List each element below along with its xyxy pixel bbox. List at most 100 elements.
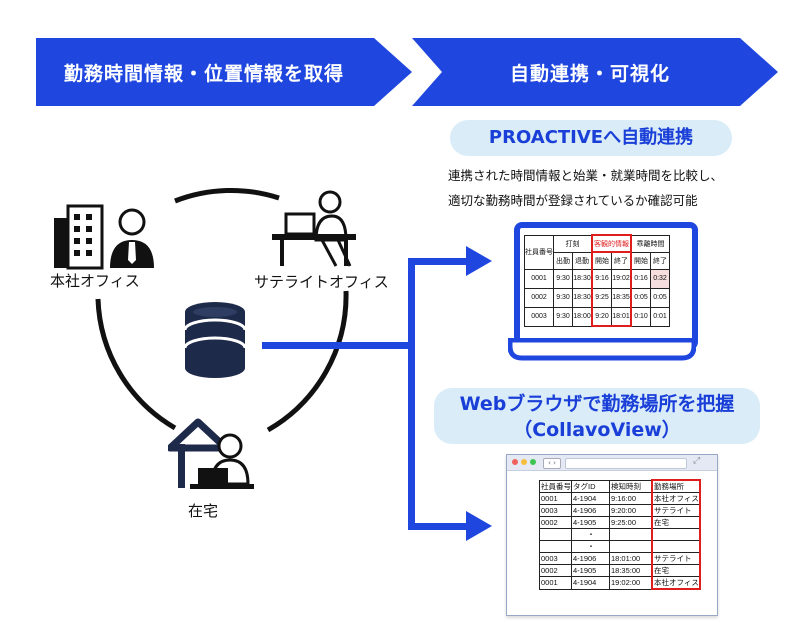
- th-sub-5: 終了: [650, 251, 670, 270]
- banner-right-title: 自動連携・可視化: [509, 62, 670, 85]
- th-gap-time: 乖離時間: [630, 234, 670, 253]
- banner-right: 自動連携・可視化: [412, 38, 778, 106]
- collavo-cell: 19:02:00: [609, 576, 653, 590]
- collavo-cell: 4-1906: [571, 552, 610, 565]
- collavo-th-0: 社員番号: [539, 479, 572, 493]
- collavo-th-3: 勤務場所: [651, 479, 701, 493]
- collavo-cell: 在宅: [651, 516, 701, 529]
- collavo-cell: 0003: [539, 552, 572, 565]
- cell-time: 18:35: [611, 287, 632, 308]
- collavo-cell: 0001: [539, 576, 572, 590]
- home-label: 在宅: [188, 502, 219, 520]
- cell-time: 9:30: [553, 287, 573, 308]
- connector-horizontal: [262, 342, 414, 349]
- connector-bottom-branch: [408, 523, 470, 530]
- collavo-cell: [539, 528, 572, 541]
- collavo-cell: 18:01:00: [609, 552, 653, 565]
- banner-left-title: 勤務時間情報・位置情報を取得: [63, 62, 344, 85]
- collavo-cell: 9:16:00: [609, 492, 653, 505]
- cell-emp: 0001: [524, 268, 554, 289]
- collavo-cell: 4-1904: [571, 576, 610, 590]
- satellite-office-icon: [272, 190, 356, 267]
- banner-left: 勤務時間情報・位置情報を取得: [36, 38, 412, 106]
- cell-time: 0:05: [630, 287, 651, 308]
- cell-emp: 0002: [524, 287, 554, 308]
- ring-arc-right: [266, 290, 349, 433]
- collavo-cell: 0002: [539, 564, 572, 577]
- collavo-cell: 0003: [539, 504, 572, 517]
- window-minimize-icon[interactable]: [521, 459, 527, 465]
- window-close-icon[interactable]: [512, 459, 518, 465]
- satellite-office-label: サテライトオフィス: [254, 273, 389, 291]
- cell-time: 9:20: [591, 306, 612, 327]
- collavo-cell: 4-1905: [571, 516, 610, 529]
- ring-arc-left: [95, 298, 177, 431]
- laptop-base-icon: [508, 338, 696, 361]
- cell-time: 9:30: [553, 306, 573, 327]
- proactive-desc-line2: 適切な勤務時間が登録されているか確認可能: [448, 193, 698, 208]
- window-maximize-icon[interactable]: [530, 459, 536, 465]
- collavo-cell: [651, 540, 701, 553]
- collavo-heading-line1: Webブラウザで勤務場所を把握: [459, 393, 735, 415]
- collavo-cell: 4-1904: [571, 492, 610, 505]
- cell-time: 9:30: [553, 268, 573, 289]
- proactive-heading: PROACTIVEへ自動連携: [450, 120, 732, 156]
- head-office-icon: [54, 204, 154, 270]
- collavo-cell: ・: [571, 540, 610, 553]
- collavo-table-row: ・: [539, 540, 701, 553]
- connector-vertical: [408, 258, 415, 530]
- cell-time: 9:25: [591, 287, 612, 308]
- address-bar[interactable]: [565, 458, 687, 469]
- head-office-label: 本社オフィス: [50, 272, 140, 290]
- collavo-cell: 0001: [539, 492, 572, 505]
- th-sub-1: 退勤: [572, 251, 593, 270]
- collavo-cell: 4-1906: [571, 504, 610, 517]
- cell-time: 0:32: [650, 268, 670, 289]
- th-emp-number: 社員番号: [524, 234, 554, 270]
- arrowhead-bottom-icon: [466, 511, 492, 541]
- database-icon: [184, 302, 246, 378]
- collavo-cell: サテライト: [651, 552, 701, 565]
- proactive-desc-line1: 連携された時間情報と始業・就業時間を比較し、: [448, 168, 724, 183]
- collavo-cell: 本社オフィス: [651, 492, 701, 505]
- cell-time: 18:30: [572, 287, 593, 308]
- collavo-cell: 9:25:00: [609, 516, 653, 529]
- collavo-cell: サテライト: [651, 504, 701, 517]
- collavo-cell: 18:35:00: [609, 564, 653, 577]
- collavo-table-row: ・: [539, 528, 701, 541]
- collavo-cell: [539, 540, 572, 553]
- th-sub-4: 開始: [630, 251, 651, 270]
- cell-time: 0:10: [630, 306, 651, 327]
- cell-emp: 0003: [524, 306, 554, 327]
- th-sub-2: 開始: [591, 251, 612, 270]
- cell-time: 9:16: [591, 268, 612, 289]
- th-sub-0: 出勤: [553, 251, 573, 270]
- nav-back-forward-icon[interactable]: ‹ ›: [543, 458, 561, 469]
- expand-icon[interactable]: ⤢: [693, 456, 701, 466]
- cell-time: 19:02: [611, 268, 632, 289]
- ring-arc-top: [174, 187, 280, 204]
- cell-time: 0:01: [650, 306, 670, 327]
- collavo-cell: 9:20:00: [609, 504, 653, 517]
- collavo-cell: 在宅: [651, 564, 701, 577]
- cell-time: 18:01: [611, 306, 632, 327]
- collavo-heading-line2: （CollavoView）: [513, 419, 681, 441]
- cell-time: 0:05: [650, 287, 670, 308]
- th-sub-3: 終了: [611, 251, 632, 270]
- collavo-cell: ・: [571, 528, 610, 541]
- proactive-description: 連携された時間情報と始業・就業時間を比較し、 適切な勤務時間が登録されているか確…: [448, 163, 723, 213]
- cell-time: 18:00: [572, 306, 593, 327]
- cell-time: 0:16: [630, 268, 651, 289]
- collavo-th-2: 検知時刻: [609, 479, 653, 493]
